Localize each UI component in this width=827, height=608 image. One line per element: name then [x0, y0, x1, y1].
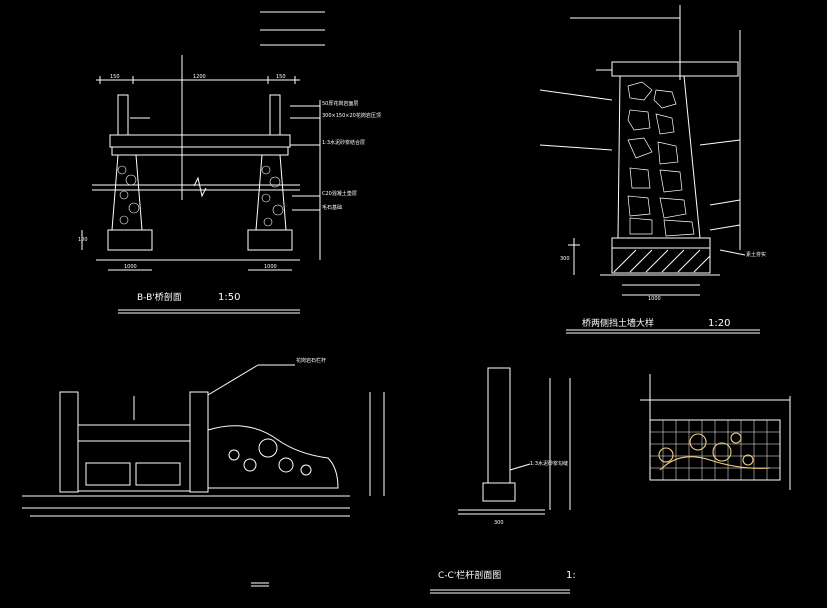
- stone-texture-wall: [627, 81, 695, 237]
- railing-elevation: [22, 364, 385, 587]
- dim-wall-footing: 300: [560, 256, 570, 262]
- bb-section-title: B-B'桥剖面: [137, 291, 182, 303]
- dim-rail-base: 300: [494, 520, 504, 526]
- dim-span: 1200: [193, 74, 206, 80]
- ornament-motif: [658, 432, 771, 471]
- annotation-concrete-base: C20混凝土垫层: [322, 190, 357, 197]
- dim-footing-right: 1000: [264, 264, 277, 270]
- stone-texture-bb: [117, 165, 284, 227]
- dim-footing-left: 1000: [124, 264, 137, 270]
- ornament-grid-panel: [640, 374, 791, 490]
- retaining-wall-detail: [539, 5, 760, 334]
- railing-section-cc: [430, 367, 571, 594]
- wall-detail-scale: 1:20: [708, 318, 730, 329]
- annotation-granite-surface: 50厚花岗岩面层: [322, 100, 358, 107]
- annotation-compacted-soil: 素土夯实: [746, 251, 766, 258]
- annotation-granite-coping: 300×150×20花岗岩压顶: [322, 112, 381, 119]
- dim-wall-base: 1000: [648, 296, 661, 302]
- dim-post-right: 150: [276, 74, 286, 80]
- cc-section-title: C-C'栏杆剖面图: [438, 569, 501, 581]
- dim-bb-footing: 100: [78, 237, 88, 243]
- annotation-mortar-joint: 1:3水泥砂浆勾缝: [530, 460, 568, 467]
- annotation-stone-railing: 花岗岩石栏杆: [296, 357, 326, 364]
- bb-section-scale: 1:50: [218, 292, 240, 303]
- bridge-section-bb: [81, 11, 325, 314]
- cc-section-scale: 1:: [566, 570, 576, 581]
- annotation-rubble-foundation: 毛石基础: [322, 204, 342, 211]
- wall-detail-title: 桥两侧挡土墙大样: [582, 317, 654, 329]
- annotation-mortar-bed: 1:3水泥砂浆结合层: [322, 139, 365, 146]
- dim-post-left: 150: [110, 74, 120, 80]
